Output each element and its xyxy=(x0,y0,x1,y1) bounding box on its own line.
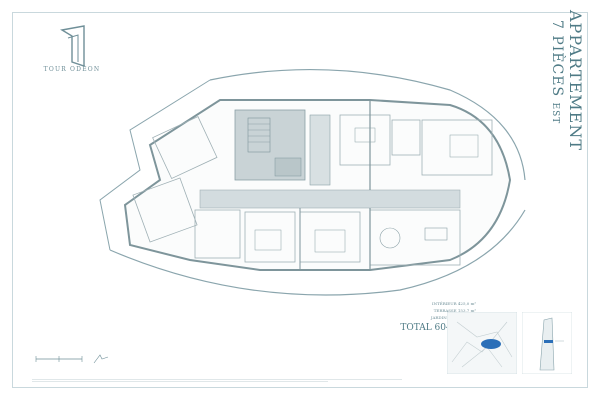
page-frame xyxy=(12,12,588,388)
room-left-kitchen xyxy=(152,116,218,180)
terrace-outline-bottom xyxy=(109,209,526,296)
elevators xyxy=(274,157,302,177)
area-total: TOTAL 604,7 M² xyxy=(400,323,476,333)
room-bath-top xyxy=(391,119,421,156)
disclaimer-text xyxy=(32,378,402,383)
room-bedroom-east xyxy=(421,119,493,176)
floor-plan-drawing xyxy=(99,69,526,296)
brand-name: TOUR ODÉON xyxy=(43,66,101,73)
room-left-wing xyxy=(132,177,198,243)
room-bedroom-4 xyxy=(194,209,241,259)
room-bedroom-3 xyxy=(244,211,296,263)
sofa xyxy=(424,227,448,241)
title-block: APPARTEMENT 7 PIÈCES EST xyxy=(535,10,585,190)
tour-odeon-logo-icon xyxy=(60,25,85,67)
terrace-outline-left xyxy=(99,79,211,251)
stairs xyxy=(247,117,271,153)
area-line-b: TERRASSE 153,7 m² xyxy=(433,308,476,313)
terrace-outline-top xyxy=(209,69,526,181)
title-rooms: 7 PIÈCES EST xyxy=(537,20,565,200)
tower-elevation-icon xyxy=(522,312,572,374)
room-dining-top xyxy=(339,114,391,166)
area-line-a: INTÉRIEUR 425,0 m² xyxy=(432,301,476,306)
location-map-icon xyxy=(447,312,517,374)
title-rooms-text: 7 PIÈCES xyxy=(549,20,565,98)
scale-bar-icon xyxy=(35,354,109,364)
dining-table xyxy=(379,227,401,249)
corridor xyxy=(199,189,461,209)
shaft xyxy=(309,114,331,186)
title-suffix: EST xyxy=(550,102,560,125)
